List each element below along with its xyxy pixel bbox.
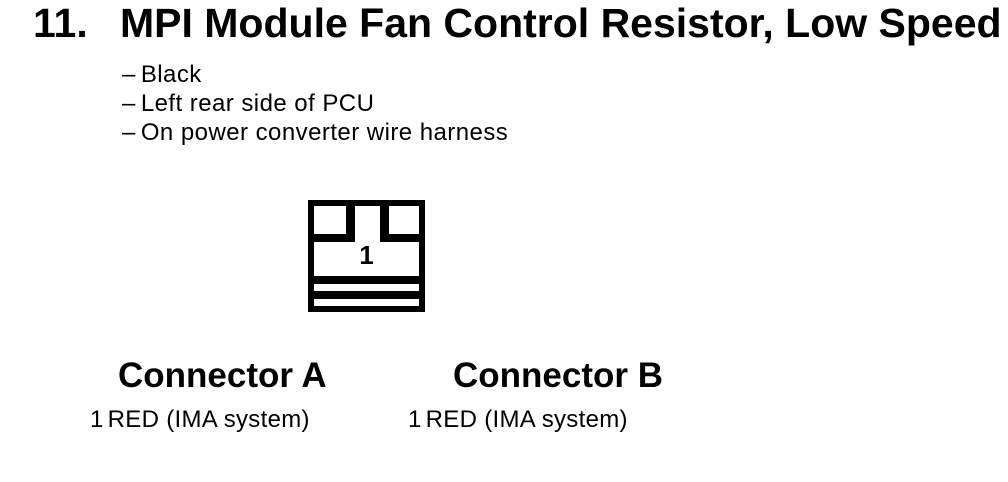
note-line-location: –Left rear side of PCU [122,89,508,118]
connector-pin-diagram: 1 [308,200,425,312]
dash-bullet-icon: – [122,90,136,117]
connector-lock-stripe [314,284,419,291]
under-band-channel [355,234,380,242]
under-band-right [380,234,419,242]
connector-b-heading: Connector B [453,356,663,395]
cavity-separator [346,206,355,234]
connector-lock-band [314,291,419,299]
note-text: Left rear side of PCU [140,90,375,117]
cavity-right [389,206,419,234]
under-band-left [314,234,355,242]
dash-bullet-icon: – [122,119,136,146]
pin-1-cavity-label: 1 [359,240,374,270]
connector-top-cavities [314,206,419,234]
cavity-left [314,206,346,234]
note-line-harness: –On power converter wire harness [122,118,508,147]
note-text: Black [140,61,202,88]
connector-b-pin-row: 1 RED (IMA system) [408,406,628,435]
cavity-separator [380,206,389,234]
connector-a-heading: Connector A [118,356,327,395]
location-notes: –Black –Left rear side of PCU –On power … [122,60,508,147]
cavity-center-channel [355,206,380,234]
dash-bullet-icon: – [122,61,136,88]
pin-wire-label: RED (IMA system) [425,406,628,433]
section-number: 11. [33,0,88,46]
pin-wire-label: RED (IMA system) [107,406,310,433]
connector-lock-band [314,276,419,284]
section-title: MPI Module Fan Control Resistor, Low Spe… [120,0,1002,46]
pin-number: 1 [90,406,104,433]
note-line-color: –Black [122,60,508,89]
note-text: On power converter wire harness [140,119,509,146]
cavity-under-band [314,234,419,242]
connector-lock-stripe [314,299,419,306]
pin-number: 1 [408,406,422,433]
pin-cavity: 1 [314,242,419,276]
connector-a-pin-row: 1 RED (IMA system) [90,406,310,435]
